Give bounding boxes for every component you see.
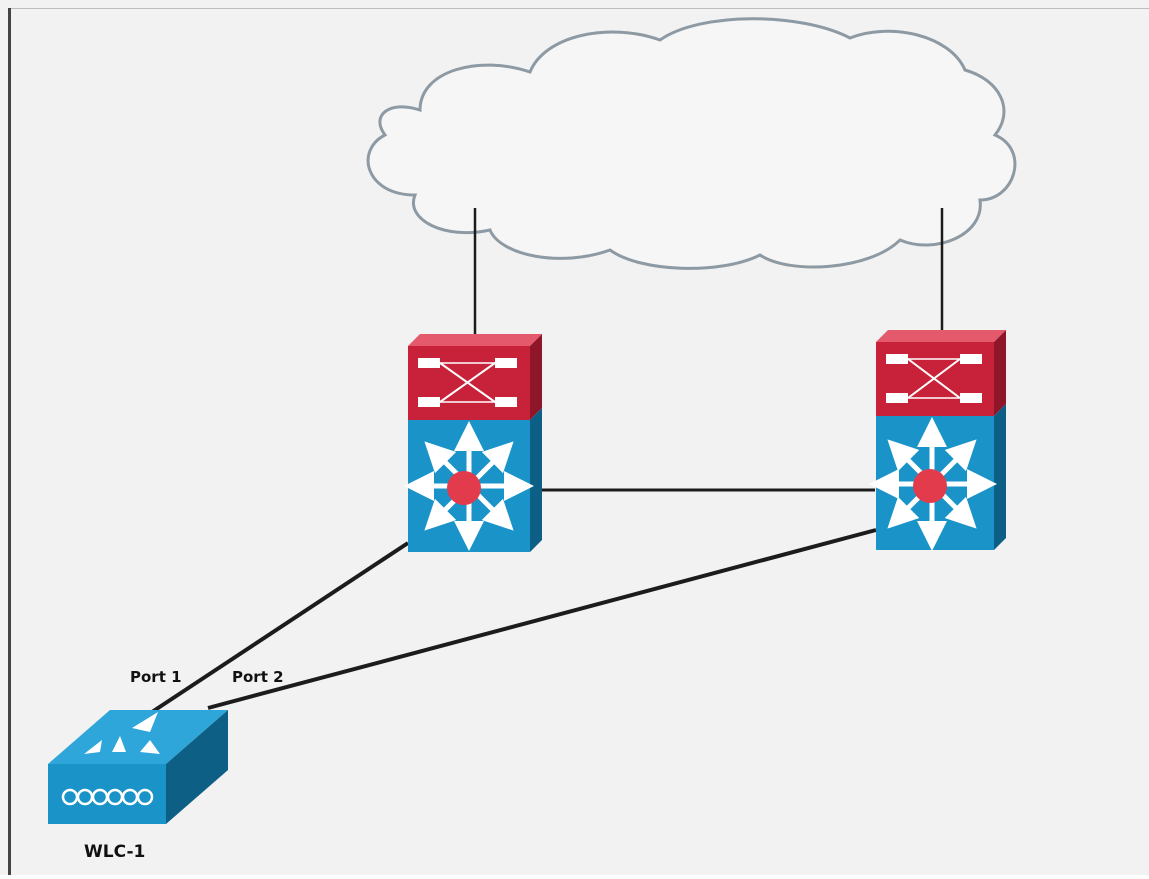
frame-left-border: [8, 8, 11, 875]
port-2-label: Port 2: [232, 668, 284, 686]
link-wlc-port-2: [207, 528, 877, 710]
port-1-label: Port 1: [130, 668, 182, 686]
switch-1: [404, 334, 542, 552]
switch-hub: [447, 471, 481, 505]
network-cloud-icon: [366, 17, 1017, 270]
multilayer-switch-icon: [404, 408, 542, 552]
link-wlc-port-1: [150, 541, 410, 714]
firewall-module-icon: [408, 334, 542, 420]
switch-hub: [913, 469, 947, 503]
firewall-module-icon: [876, 330, 1006, 416]
multilayer-switch-icon: [869, 404, 1006, 551]
frame-top-border: [8, 8, 1149, 9]
wlc-label: WLC-1: [84, 842, 145, 862]
wireless-lan-controller-icon: [48, 710, 228, 824]
switch-2: [869, 330, 1006, 551]
